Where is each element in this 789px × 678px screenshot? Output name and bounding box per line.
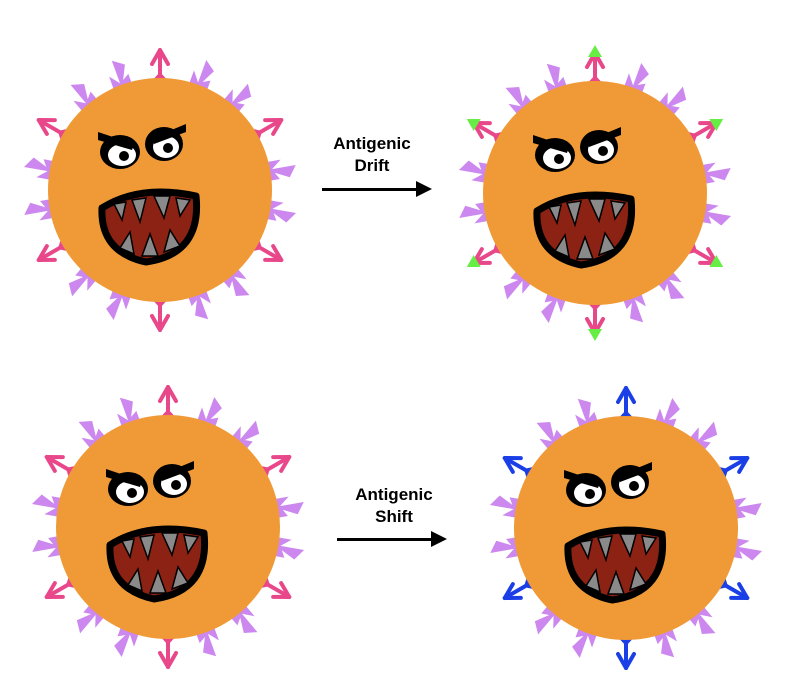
- drift-arrow-icon: [322, 181, 432, 197]
- virus-original-top-icon: [23, 48, 297, 332]
- virus-drifted-icon: [458, 45, 732, 341]
- drift-label: Antigenic Drift: [312, 133, 432, 177]
- drift-label-line1: Antigenic: [333, 134, 411, 153]
- shift-arrow-icon: [337, 531, 447, 547]
- virus-shifted-icon: [489, 386, 763, 670]
- drift-label-line2: Drift: [354, 156, 390, 175]
- shift-label-line1: Antigenic: [355, 485, 433, 504]
- shift-label: Antigenic Shift: [334, 484, 454, 528]
- shift-label-line2: Shift: [375, 507, 413, 526]
- virus-original-bottom-icon: [31, 385, 305, 669]
